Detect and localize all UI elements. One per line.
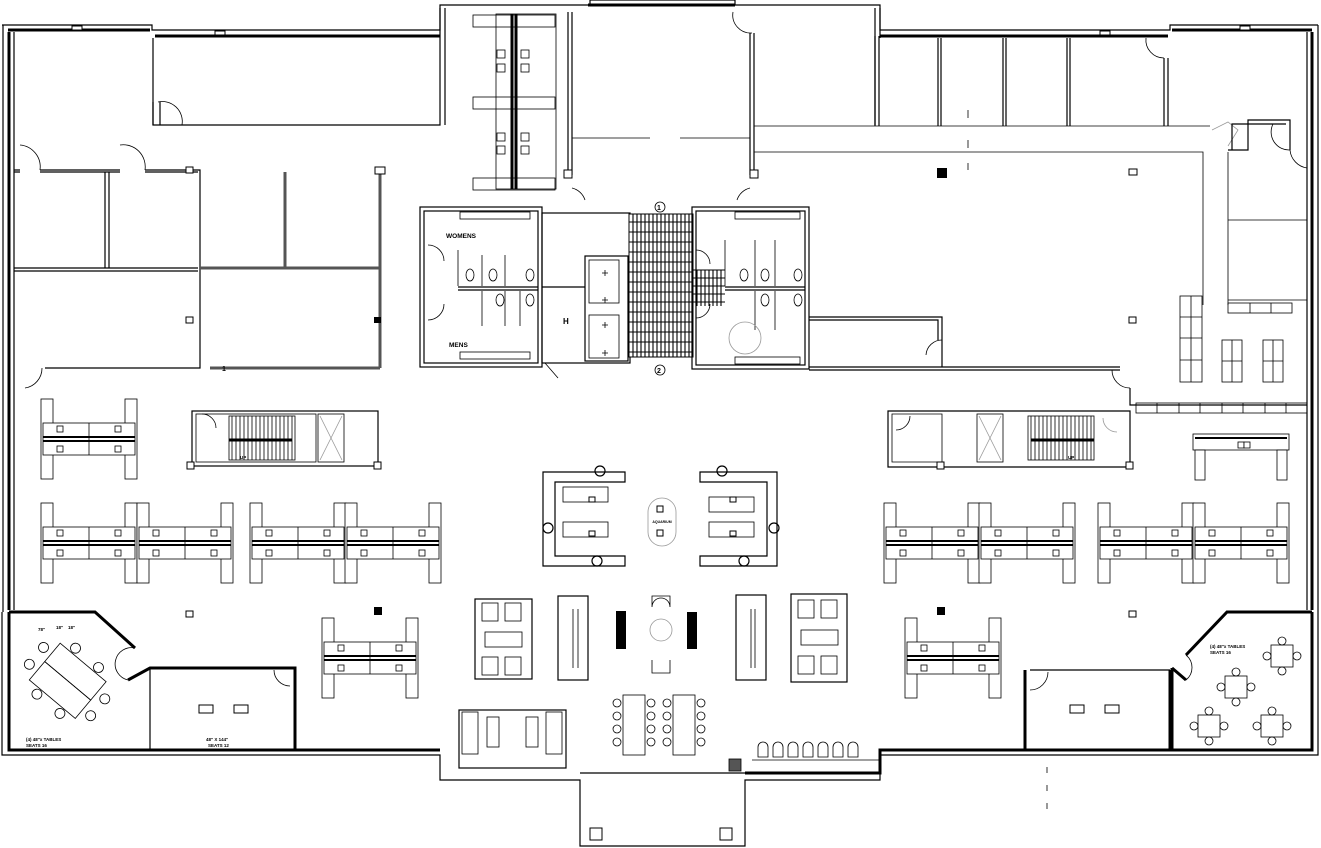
east-stairwell: UP <box>887 410 1134 470</box>
se-training-room: (4) 48"x TABLES SEATS 16 <box>1170 610 1312 750</box>
north-workstation-cluster <box>472 13 557 191</box>
central-lounge: AQUARIUM <box>542 465 780 567</box>
west-stairwell: UP <box>186 410 382 470</box>
core-east-restrooms <box>691 206 1307 406</box>
womens-label: WOMENS <box>446 233 477 240</box>
mens-label: MENS <box>449 342 468 349</box>
dim-label: 18" <box>56 625 63 630</box>
reception-area <box>474 593 848 683</box>
sw-training-tables: (4) 48"x TABLES <box>26 737 61 742</box>
aquarium-label: AQUARIUM <box>652 520 671 524</box>
north-lobby <box>563 11 759 201</box>
east-stair-up-label: UP <box>1068 455 1074 460</box>
west-stair-up-label: UP <box>240 455 246 460</box>
sw-training-room: (4) 48"x TABLES SEATS 16 78" 18" 18" <box>9 610 297 750</box>
room-number: 1 <box>222 366 226 373</box>
ne-offices <box>754 36 1308 305</box>
column-markers <box>185 166 1137 809</box>
ne-bench-desks <box>1135 295 1308 414</box>
stair-marker-2: 2 <box>657 368 661 375</box>
workstations-east <box>883 433 1290 699</box>
core-stair-hatch: 1 2 <box>628 201 725 376</box>
nw-offices: 1 <box>14 101 386 389</box>
stair-marker-1: 1 <box>657 205 661 212</box>
conference-tables <box>458 694 880 772</box>
core-restrooms: WOMENS MENS <box>419 206 543 368</box>
se-training-seats: SEATS 16 <box>1210 650 1231 655</box>
se-conference-room <box>1023 669 1172 750</box>
workstations-west <box>40 398 442 699</box>
sw-conference-room: 48" X 144" SEATS 12 <box>198 669 291 748</box>
dim-label: 78" <box>38 627 45 632</box>
se-training-tables: (4) 48"x TABLES <box>1210 644 1245 649</box>
sw-training-seats: SEATS 16 <box>26 743 47 748</box>
core-elevators: H <box>541 212 631 379</box>
sw-conference-size: 48" X 144" <box>206 737 228 742</box>
dim-label: 18" <box>68 625 75 630</box>
sw-conference-seats: SEATS 12 <box>208 743 229 748</box>
elevator-lobby-marker: H <box>563 317 569 326</box>
